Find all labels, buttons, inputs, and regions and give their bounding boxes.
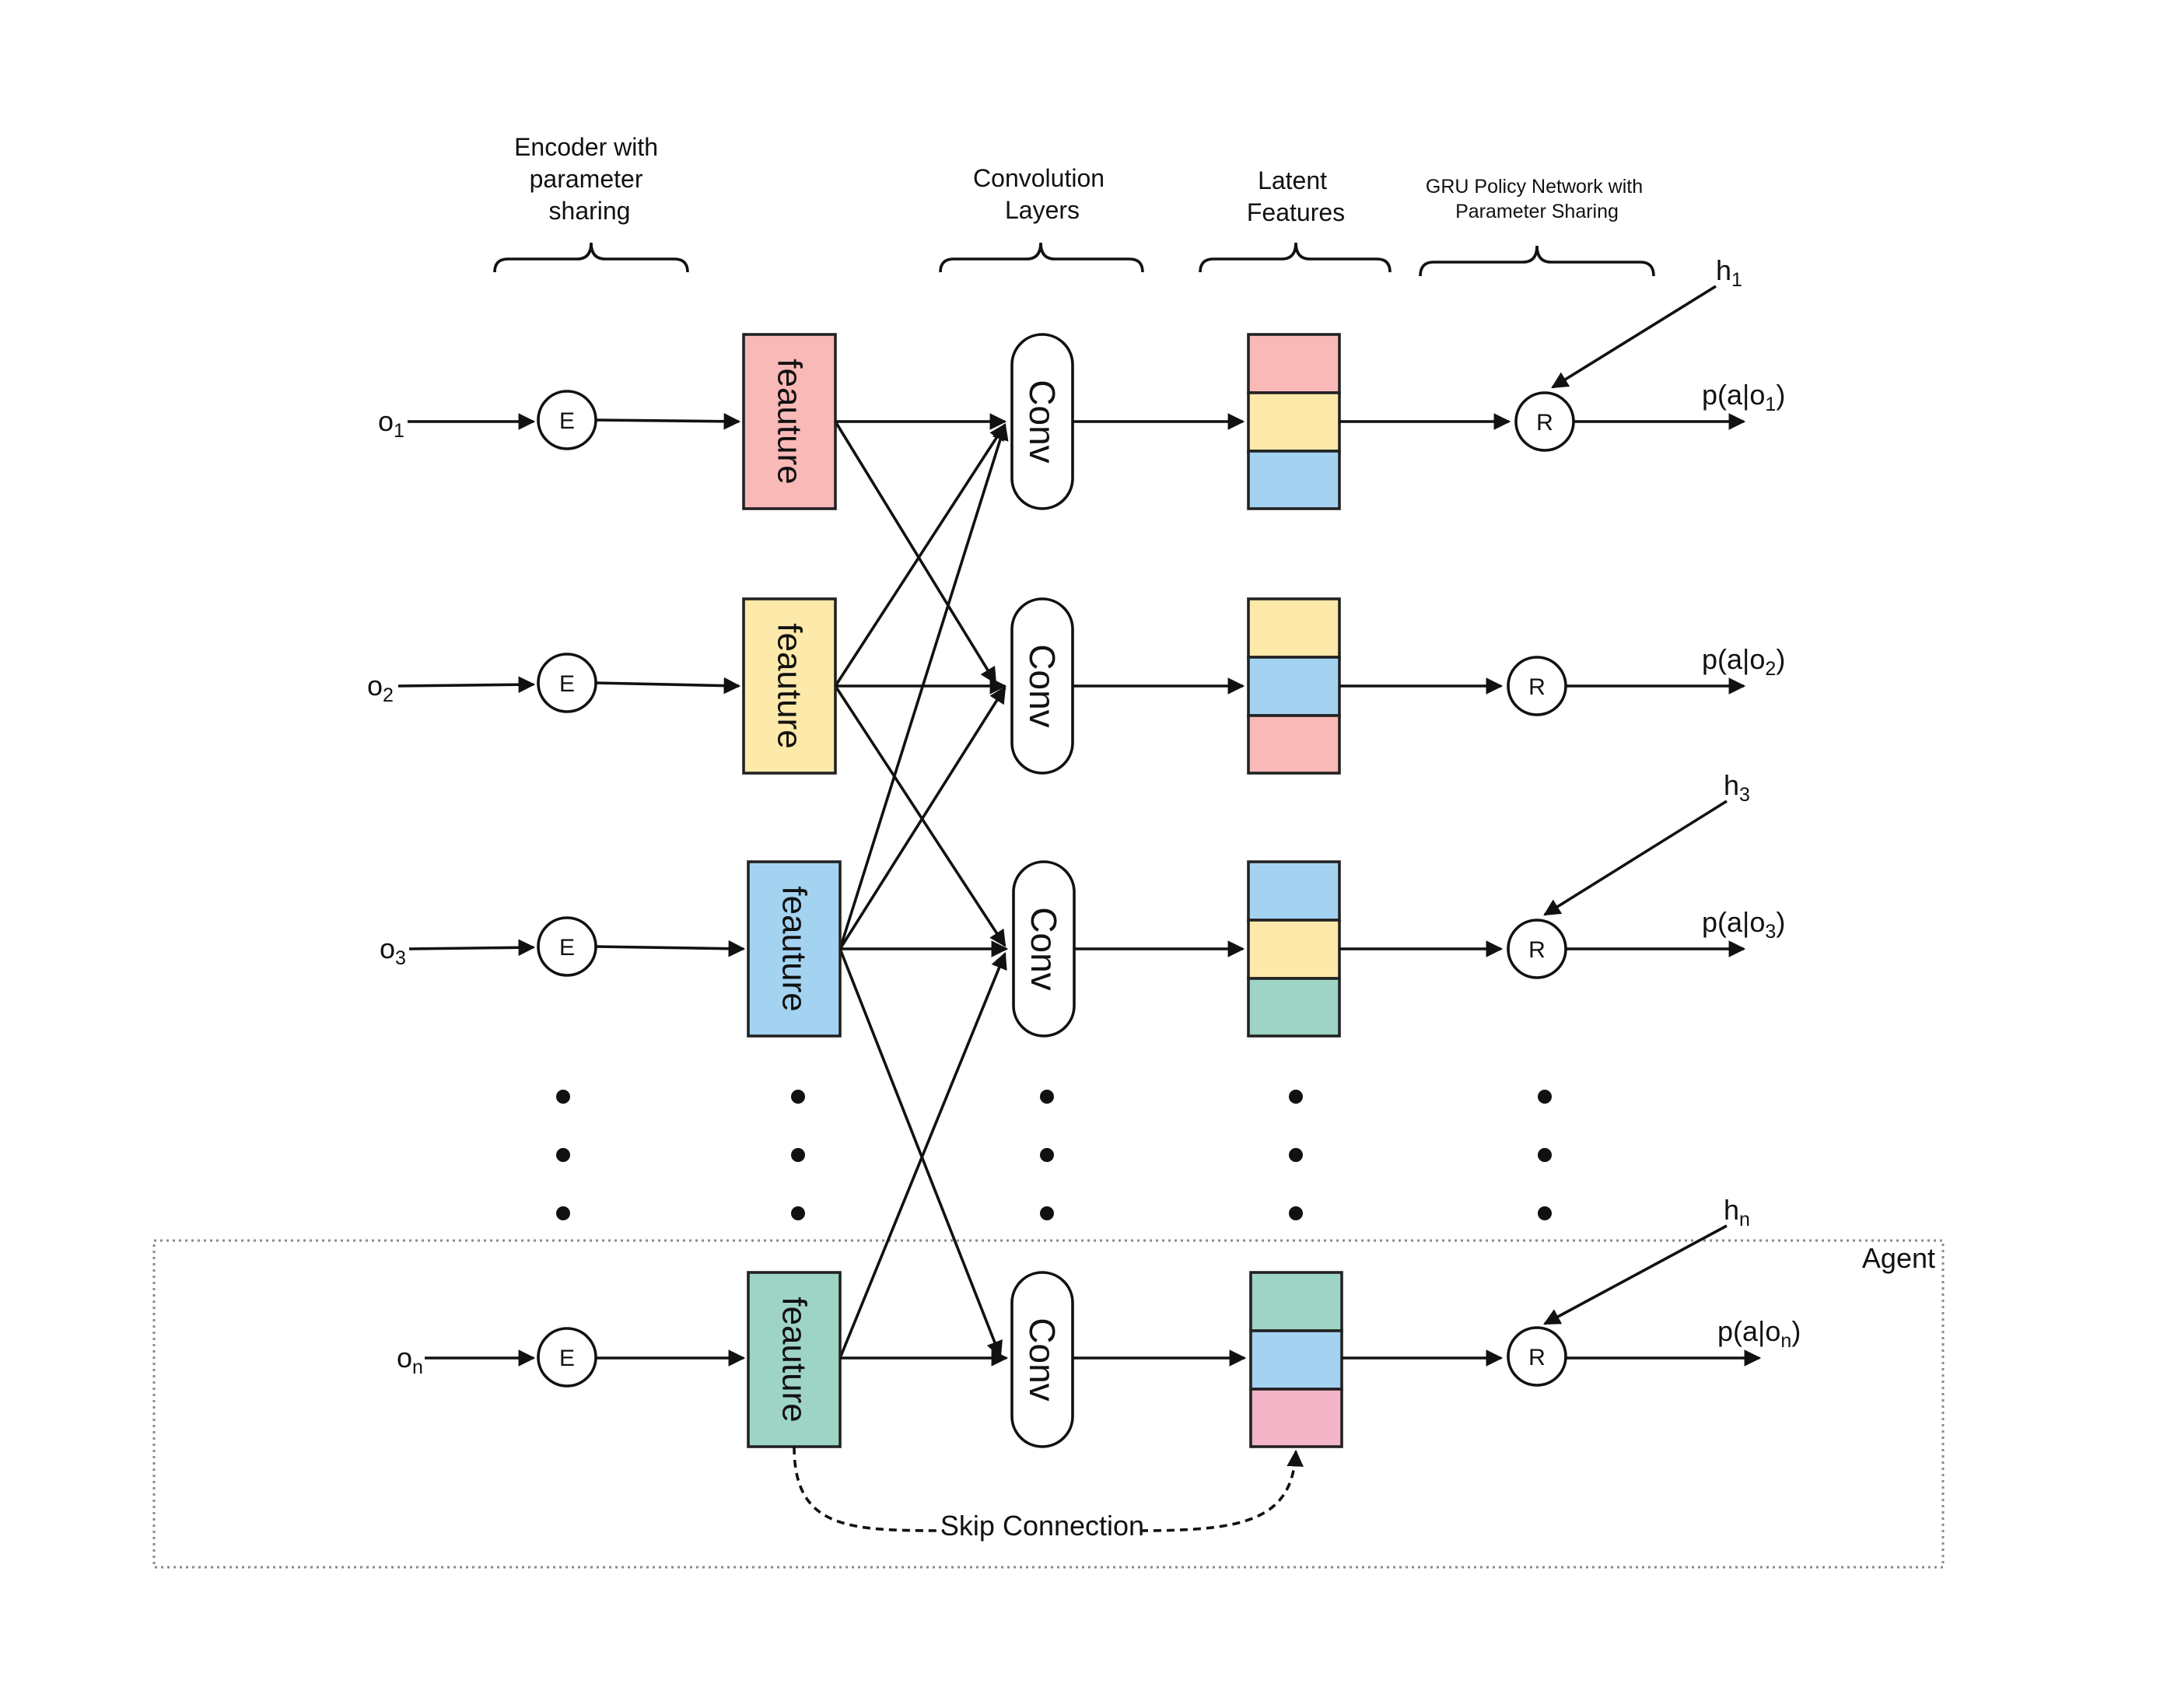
encoder-header-line-1: Encoder with — [514, 133, 658, 161]
conv-brace — [939, 242, 1144, 273]
observation-1-base: o — [378, 405, 394, 437]
row-2: o2 E feauture Conv R p(a|o2) — [367, 597, 1785, 775]
observation-label-n: on — [397, 1342, 423, 1378]
latent-header-line-1: Latent — [1258, 166, 1327, 194]
skip-label-backdrop — [944, 1509, 1140, 1543]
observation-label-2: o2 — [367, 670, 394, 706]
conv-header-line-2: Layers — [1005, 196, 1080, 224]
policy-output-n-sub: n — [1780, 1330, 1791, 1352]
observation-3-base: o — [380, 933, 395, 964]
feature-box-n — [747, 1271, 842, 1448]
observation-n-base: o — [397, 1342, 412, 1374]
policy-output-2-close: ) — [1776, 643, 1785, 675]
gru-header-line-1: GRU Policy Network with — [1426, 176, 1643, 198]
row-n: on E feauture Conv R p(a|on) hn — [397, 1194, 1801, 1448]
gru-brace — [1419, 245, 1655, 277]
latent-header-line-2: Features — [1247, 198, 1345, 226]
feature-label-3: feauture — [775, 886, 814, 1011]
gru-header: GRU Policy Network with Parameter Sharin… — [1426, 176, 1648, 222]
conv-label-2: Conv — [1022, 644, 1062, 727]
observation-n-sub: n — [412, 1356, 423, 1378]
encoder-header-line-2: parameter — [530, 165, 643, 193]
conv-header: Convolution Layers — [973, 164, 1112, 224]
skip-connection-label: Skip Connection — [940, 1510, 1144, 1542]
feature-label-2: feauture — [771, 623, 809, 748]
latent-cell-n-2 — [1249, 1329, 1343, 1391]
policy-output-2: p(a|o2) — [1702, 643, 1785, 680]
feature-label-n: feauture — [775, 1297, 814, 1422]
latent-cell-3-2 — [1247, 919, 1341, 980]
latent-cell-3-3 — [1247, 977, 1341, 1038]
observation-label-3: o3 — [380, 933, 406, 969]
latent-cell-1-3 — [1247, 450, 1341, 510]
hidden-state-3-base: h — [1724, 769, 1739, 801]
latent-cell-1-1 — [1247, 333, 1341, 394]
feature-label-1: feauture — [771, 359, 809, 484]
observation-3-sub: 3 — [395, 947, 406, 969]
latent-cell-2-1 — [1247, 597, 1341, 659]
encoder-brace — [493, 242, 689, 273]
skip-connection-curve — [793, 1446, 1304, 1532]
latent-cell-3-1 — [1247, 860, 1341, 922]
gru-label-2: R — [1528, 674, 1546, 700]
conv-label-n: Conv — [1022, 1318, 1062, 1401]
latent-brace — [1199, 242, 1392, 273]
latent-cell-2-2 — [1247, 656, 1341, 717]
hidden-state-n-base: h — [1724, 1194, 1739, 1226]
conv-header-line-1: Convolution — [973, 164, 1105, 192]
policy-output-n-base: p(a|o — [1717, 1315, 1780, 1347]
observation-2-base: o — [367, 670, 383, 702]
latent-cell-n-1 — [1249, 1271, 1343, 1332]
conv-node-n — [1010, 1271, 1074, 1448]
gru-header-line-2: Parameter Sharing — [1455, 201, 1619, 222]
feature-box-3 — [747, 860, 842, 1038]
policy-output-n: p(a|on) — [1717, 1315, 1801, 1352]
observation-2-sub: 2 — [383, 684, 394, 706]
policy-output-1-close: ) — [1776, 379, 1785, 411]
hidden-state-n-sub: n — [1739, 1209, 1750, 1230]
policy-output-3-sub: 3 — [1765, 921, 1776, 943]
gru-label-3: R — [1528, 937, 1546, 963]
hidden-state-1-base: h — [1716, 254, 1731, 286]
policy-output-2-base: p(a|o — [1702, 643, 1765, 675]
policy-output-2-sub: 2 — [1765, 658, 1776, 680]
conv-label-1: Conv — [1022, 380, 1062, 463]
latent-cell-n-3 — [1249, 1388, 1343, 1448]
hidden-state-label-1: h1 — [1716, 254, 1742, 291]
row-3: o3 E feauture Conv R p(a|o3) h3 — [380, 769, 1785, 1038]
policy-output-n-close: ) — [1791, 1315, 1801, 1347]
feature-box-1 — [742, 333, 837, 510]
policy-output-3-base: p(a|o — [1702, 906, 1765, 938]
encoder-header-line-3: sharing — [549, 197, 631, 225]
latent-header: Latent Features — [1247, 166, 1345, 226]
encoder-label-1: E — [559, 408, 575, 434]
conv-label-3: Conv — [1024, 907, 1064, 990]
agent-label: Agent — [1862, 1242, 1935, 1274]
ellipsis-dots — [556, 1090, 1552, 1220]
gru-node-n — [1507, 1326, 1567, 1387]
observation-1-sub: 1 — [394, 420, 404, 442]
encoder-label-3: E — [559, 935, 575, 961]
hidden-state-1-sub: 1 — [1731, 269, 1742, 291]
encoder-label-2: E — [559, 671, 575, 697]
hidden-state-label-3: h3 — [1724, 769, 1750, 806]
hidden-state-3-sub: 3 — [1739, 784, 1750, 806]
observation-label-1: o1 — [378, 405, 404, 442]
hidden-state-label-n: hn — [1724, 1194, 1750, 1230]
encoder-label-n: E — [559, 1346, 575, 1371]
encoder-header: Encoder with parameter sharing — [514, 133, 665, 225]
row-1: o1 E feauture Conv R p(a|o1) h1 — [378, 254, 1785, 510]
policy-output-3: p(a|o3) — [1702, 906, 1785, 943]
policy-output-1: p(a|o1) — [1702, 379, 1785, 415]
policy-output-3-close: ) — [1776, 906, 1785, 938]
latent-cell-2-3 — [1247, 714, 1341, 775]
gru-label-1: R — [1536, 410, 1553, 436]
policy-output-1-base: p(a|o — [1702, 379, 1765, 411]
latent-cell-1-2 — [1247, 391, 1341, 453]
gru-label-n: R — [1528, 1345, 1546, 1370]
policy-output-1-sub: 1 — [1765, 394, 1776, 415]
cross-connections — [834, 421, 1009, 1359]
